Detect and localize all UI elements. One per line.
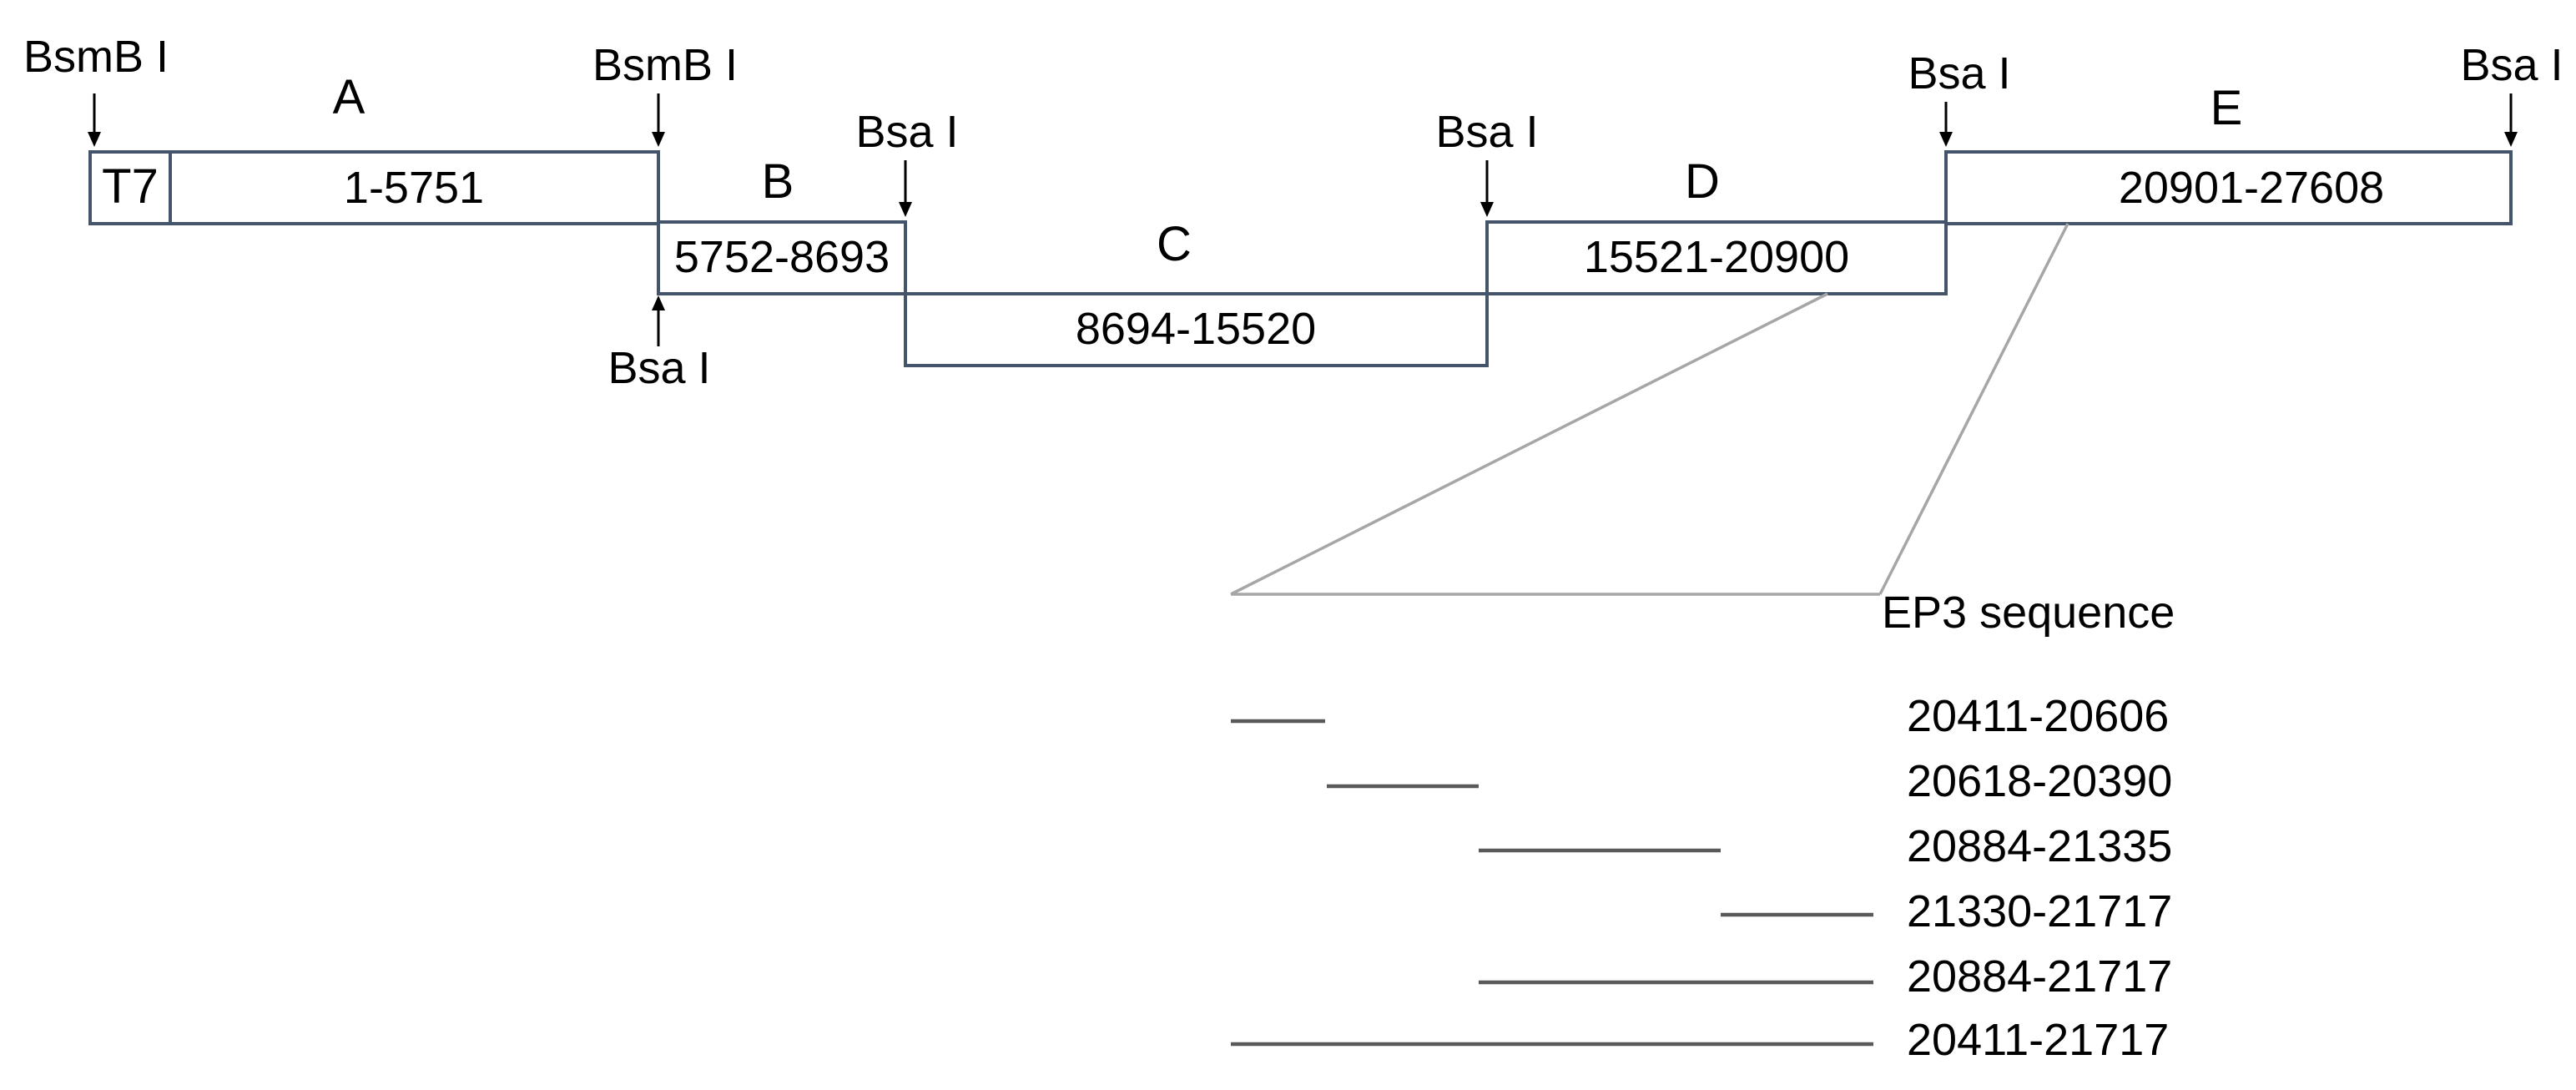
- ep3-segment-label-1: 20411-20606: [1907, 691, 2169, 741]
- fragment-c-box: [904, 292, 1489, 367]
- fragment-c-letter: C: [1157, 217, 1192, 271]
- fragment-boxes: [88, 150, 2513, 367]
- fragment-e-letter: E: [2211, 81, 2243, 135]
- site-label-bsa1-bottom-b: Bsa I: [607, 343, 710, 393]
- fragment-b-box: [657, 220, 907, 295]
- fragment-d-range: 15521-20900: [1584, 232, 1849, 282]
- fragment-d-box: [1485, 220, 1948, 295]
- zoom-line-left: [1230, 292, 1828, 596]
- site-label-bsmb1-left: BsmB I: [23, 32, 169, 82]
- fragment-e-range: 20901-27608: [2119, 163, 2384, 213]
- fragment-b-letter: B: [762, 154, 794, 209]
- arrow-bsa1-cd: [1480, 160, 1494, 217]
- ep3-segment-label-4: 21330-21717: [1907, 886, 2172, 936]
- fragment-a-box: [169, 150, 660, 225]
- arrow-bsa1-de: [1939, 102, 1953, 147]
- site-label-bsa1-right: Bsa I: [2460, 40, 2563, 90]
- ep3-caption: EP3 sequence: [1882, 588, 2175, 638]
- arrow-bsa1-bc: [899, 160, 912, 217]
- site-arrows: [88, 93, 2518, 346]
- arrow-bsa1-bottom-b: [652, 295, 665, 346]
- ep3-segments: [1231, 719, 1873, 1047]
- arrow-bsmb1-ab: [652, 93, 665, 147]
- arrow-bsa1-right: [2504, 93, 2518, 147]
- ep3-segment-label-6: 20411-21717: [1907, 1015, 2169, 1065]
- fragment-d-letter: D: [1685, 154, 1720, 209]
- site-label-bsmb1-ab: BsmB I: [592, 40, 738, 90]
- site-label-bsa1-bc: Bsa I: [855, 107, 958, 157]
- ep3-zoom-lines: [1230, 223, 2069, 596]
- fragment-a-range: 1-5751: [344, 163, 484, 213]
- t7-promoter-box: [88, 150, 172, 225]
- arrow-bsmb1-left: [88, 93, 101, 147]
- ep3-segment-label-5: 20884-21717: [1907, 951, 2172, 1002]
- site-label-bsa1-de: Bsa I: [1908, 48, 2010, 98]
- ep3-segment-label-2: 20618-20390: [1907, 756, 2172, 806]
- fragment-a-letter: A: [333, 70, 365, 124]
- fragment-e-box: [1944, 150, 2513, 225]
- t7-label: T7: [102, 159, 159, 214]
- fragment-c-range: 8694-15520: [1076, 304, 1316, 354]
- site-label-bsa1-cd: Bsa I: [1435, 107, 1538, 157]
- zoom-line-right: [1878, 223, 2069, 595]
- ep3-segment-label-3: 20884-21335: [1907, 821, 2172, 871]
- fragment-b-range: 5752-8693: [674, 232, 890, 282]
